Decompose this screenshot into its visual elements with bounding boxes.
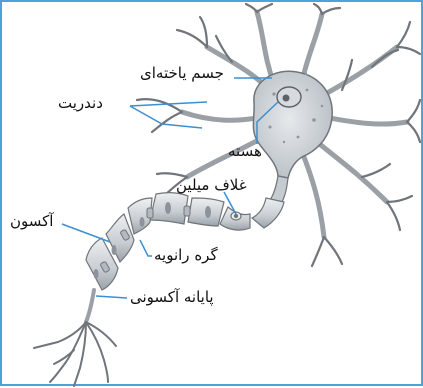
label-axon-terminal: پایانه آکسونی (130, 290, 214, 305)
leader-axon (62, 224, 110, 242)
leader-ranvier (140, 240, 152, 256)
leader-axon-terminal (96, 296, 127, 298)
label-nucleus: هسته (228, 144, 262, 159)
label-cell-body: جسم یاخته‌ای (140, 66, 224, 81)
label-dendrite: دندریت (58, 96, 103, 111)
label-node-of-ranvier: گره رانویه (154, 248, 218, 263)
nucleus-shape (277, 87, 301, 107)
label-axon: آکسون (10, 214, 53, 229)
axon-terminal-branches (34, 290, 116, 386)
label-myelin-sheath: غلاف میلین (176, 178, 247, 193)
